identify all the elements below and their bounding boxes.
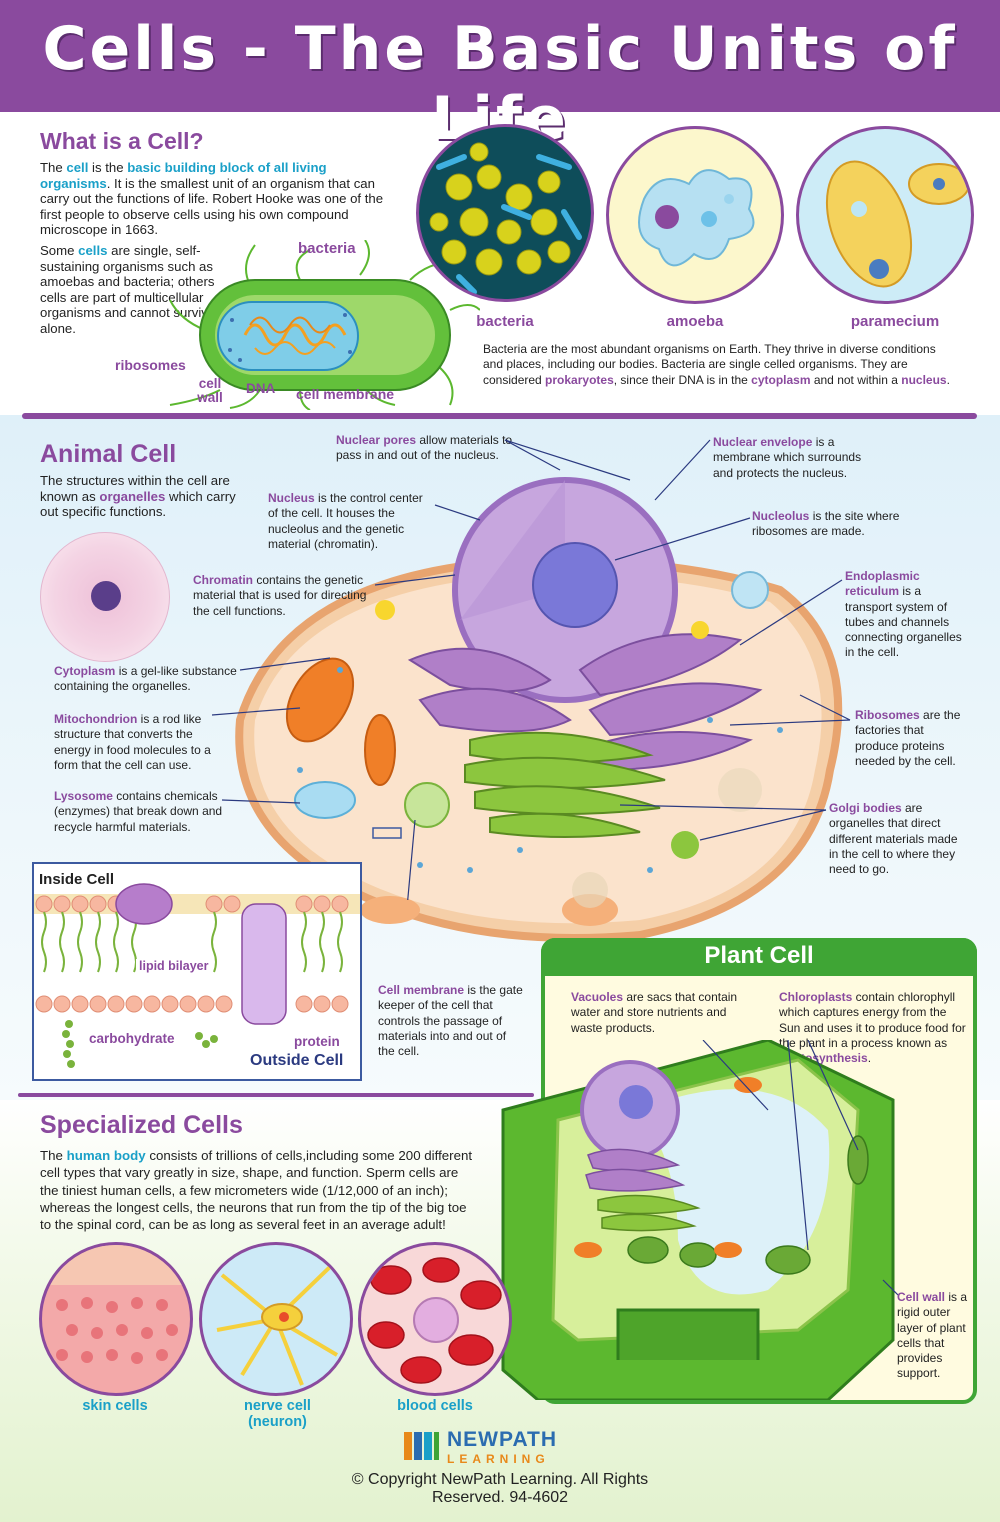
label-blood-cells: blood cells [397,1398,473,1414]
title-banner: Cells - The Basic Units of Life [0,0,1000,154]
annotation-cell-wall: Cell wall is a rigid outer layer of plan… [897,1290,968,1381]
what-is-cell-paragraph: The cell is the basic building block of … [40,160,384,237]
annotation-nuclear-envelope: Nuclear envelope is a membrane which sur… [713,435,862,480]
specialized-divider [18,1093,534,1097]
paramecium-illustration [796,126,974,304]
brand-subtitle: LEARNING [447,1452,550,1466]
skin-cells-image [39,1242,193,1396]
label-cell-membrane: cell membrane [296,386,395,402]
animal-cell-micrograph [40,532,170,662]
annotation-leader-lines [211,439,851,900]
lipid-bilayer-illustration [34,883,360,1068]
annotation-lysosome: Lysosome contains chemicals (enzymes) th… [54,789,223,834]
inset-lipid-bilayer: lipid bilayer [136,959,212,973]
brand-name: NEWPATH [447,1428,558,1451]
bacterium-diagram [169,240,480,410]
micrograph-nucleus [91,581,121,611]
newpath-logo-icon [404,1428,440,1464]
what-is-cell-heading: What is a Cell? [40,128,204,154]
label-ribosomes: ribosomes [115,357,186,373]
animal-cell-intro: The structures within the cell are known… [40,473,236,519]
label-nerve-cell: nerve cell (neuron) [244,1398,311,1430]
nerve-cell-image [199,1242,353,1396]
specialized-cells-heading: Specialized Cells [40,1111,243,1139]
bacteria-description: Bacteria are the most abundant organisms… [483,342,950,387]
annotation-nucleus: Nucleus is the control center of the cel… [268,491,423,551]
annotation-vacuoles: Vacuoles are sacs that contain water and… [571,990,738,1035]
annotation-cytoplasm: Cytoplasm is a gel-like substance contai… [54,664,237,694]
single-cell-paragraph: Some cells are single, self-sustaining o… [40,243,216,336]
annotation-nucleolus: Nucleolus is the site where ribosomes ar… [752,509,900,539]
label-skin-cells: skin cells [82,1398,148,1414]
annotation-ribosomes: Ribosomes are the factories that produce… [855,708,961,768]
annotation-chloroplasts: Chloroplasts contain chlorophyll which c… [779,990,966,1066]
annotation-chromatin: Chromatin contains the genetic material … [193,573,367,618]
inset-inside-cell: Inside Cell [39,871,115,888]
blood-cells-image [358,1242,512,1396]
plant-cell-header-bar [541,938,977,976]
inset-outside-cell: Outside Cell [250,1052,344,1069]
specialized-cells-text: The human body consists of trillions of … [40,1148,473,1233]
circle-label-amoeba: amoeba [666,313,724,330]
bacteria-micrograph [416,124,594,302]
label-cell-wall: cell wall [197,376,223,405]
annotation-golgi-bodies: Golgi bodies are organelles that direct … [829,801,958,877]
circle-label-bacteria: bacteria [476,313,534,330]
annotation-cell-membrane: Cell membrane is the gate keeper of the … [378,983,523,1059]
label-bacteria: bacteria [298,240,356,257]
plant-cell-illustration [501,1040,898,1400]
animal-cell-heading: Animal Cell [40,440,177,468]
annotation-nuclear-pores: Nuclear pores allow materials to pass in… [336,433,513,463]
animal-cell-illustration [235,477,843,942]
plant-cell-heading: Plant Cell [704,942,814,969]
annotation-mitochondrion: Mitochondrion is a rod like structure th… [54,712,211,772]
section-divider [22,413,977,419]
amoeba-illustration [606,126,784,304]
copyright: © Copyright NewPath Learning. All Rights… [351,1471,649,1506]
inset-carbohydrate: carbohydrate [89,1031,175,1046]
membrane-inset: Inside Cell lipid bilayer carbohydrate p… [32,862,362,1081]
annotation-endoplasmic-reticulum: Endoplasmic reticulum is a transport sys… [845,569,962,660]
inset-protein: protein [294,1034,340,1049]
label-dna: DNA [246,381,276,396]
circle-label-paramecium: paramecium [850,313,940,330]
